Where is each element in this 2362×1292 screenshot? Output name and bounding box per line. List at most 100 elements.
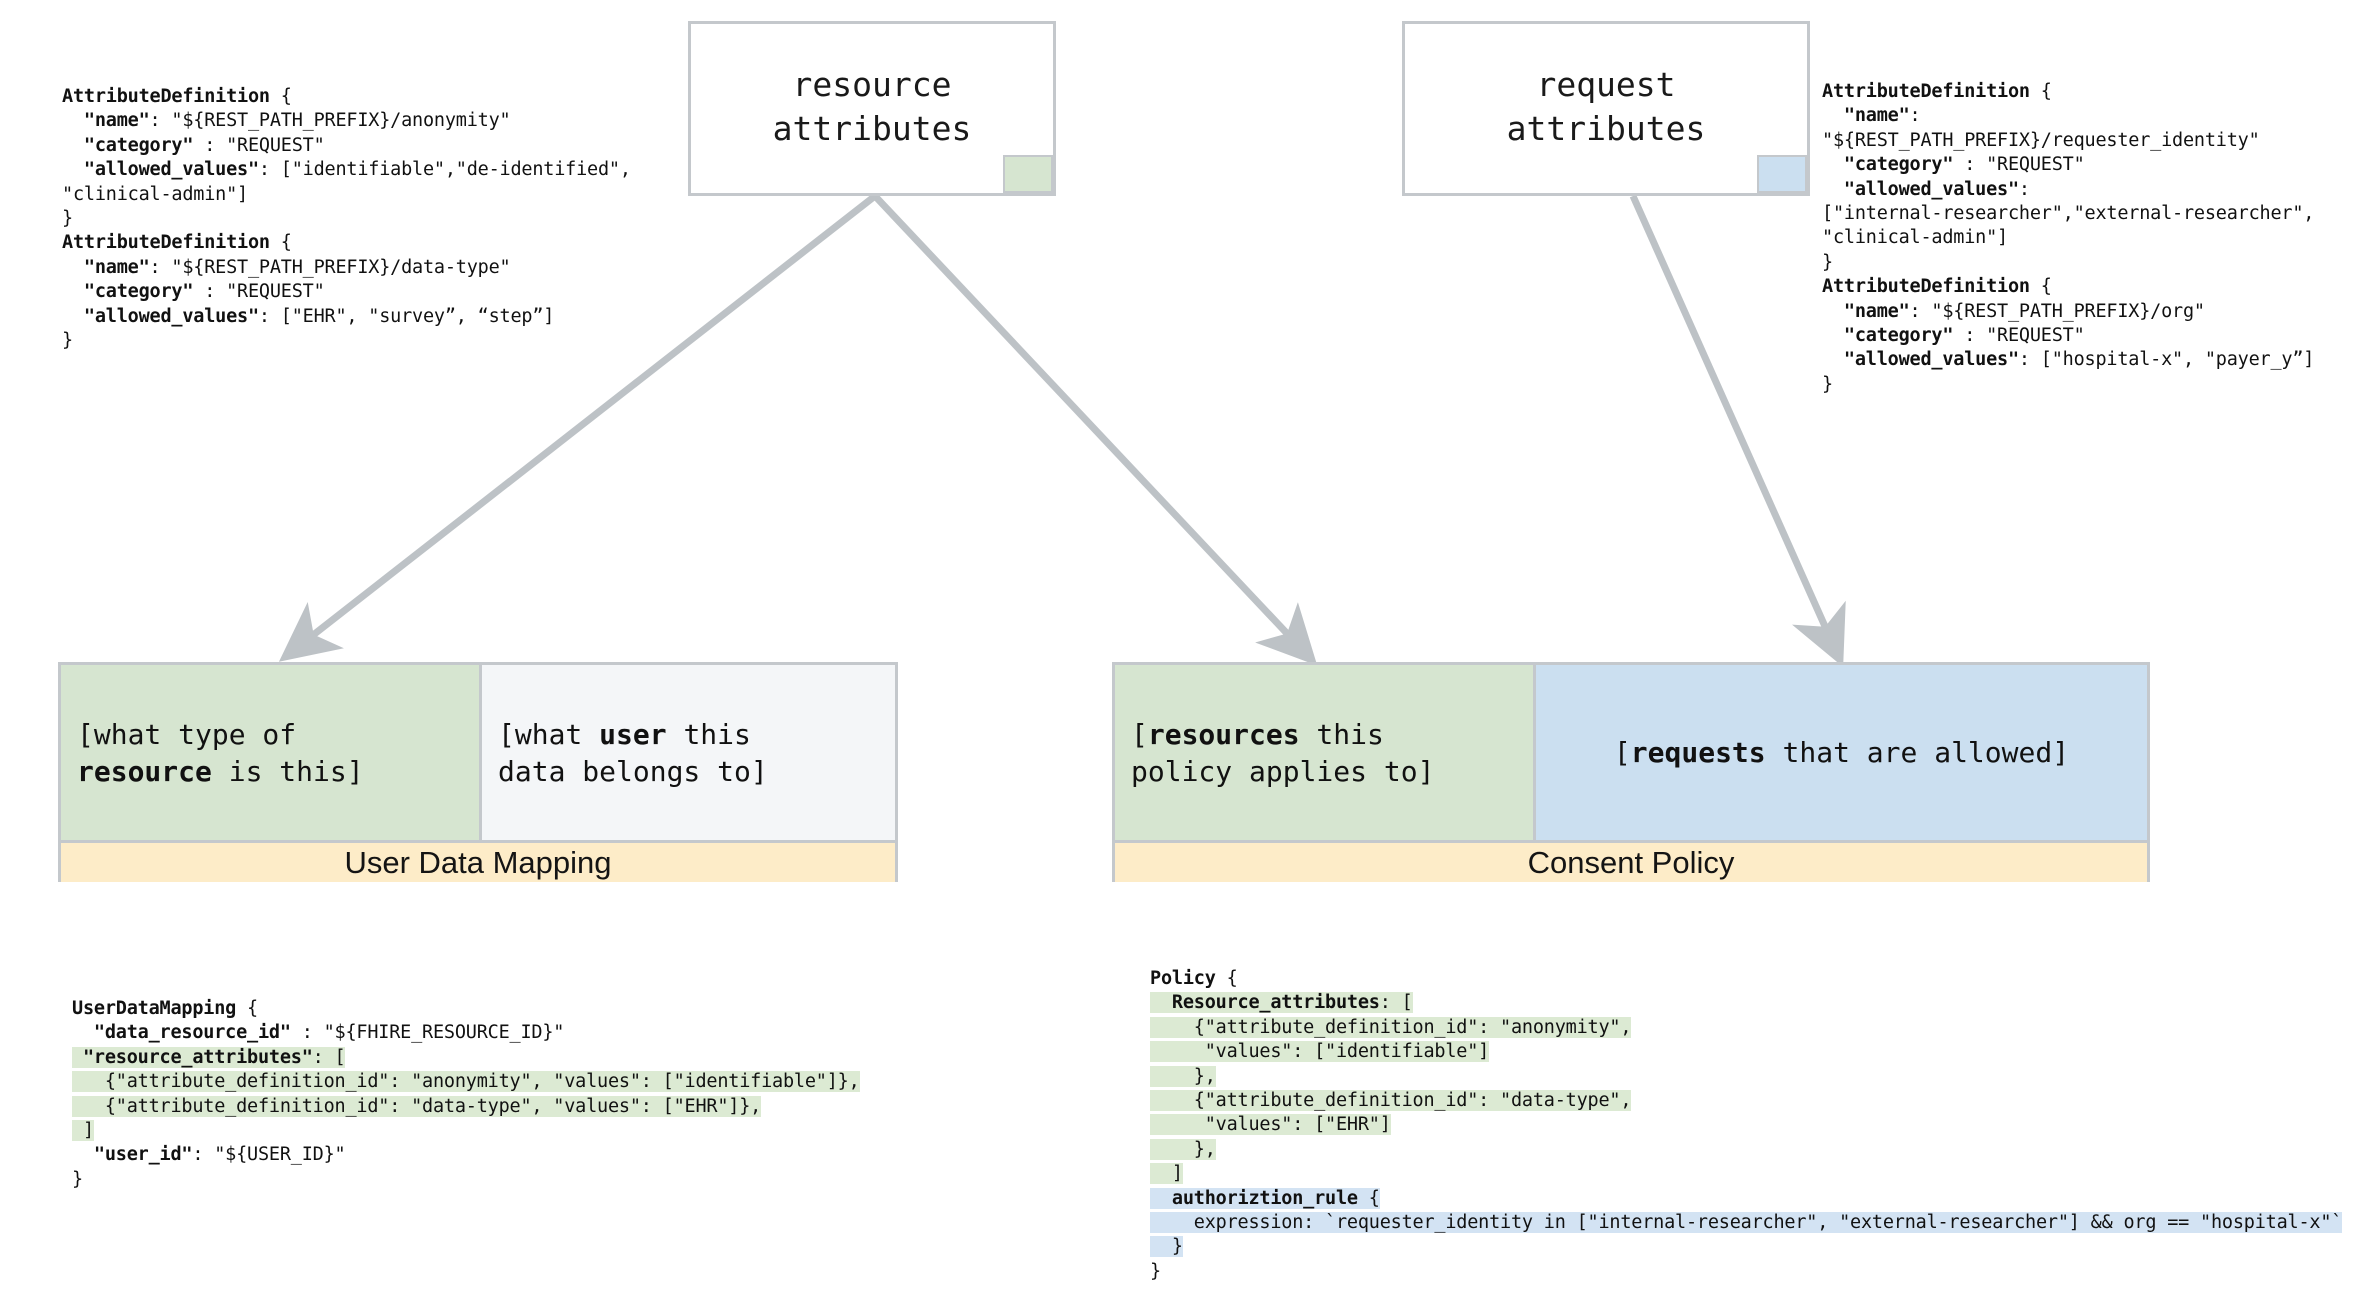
- policy-requests-cell: [requests that are allowed]: [1536, 665, 2147, 840]
- code-segment: "allowed_values": [1822, 178, 2019, 200]
- cell-segment: [: [1131, 717, 1148, 751]
- consent-policy-panel[interactable]: [resources this policy applies to] [requ…: [1112, 662, 2150, 882]
- cell-segment: [what type of: [77, 717, 297, 751]
- code-line: Policy {: [1150, 967, 2342, 991]
- cell-text: [requests that are allowed]: [1614, 734, 2069, 771]
- code-line: {"attribute_definition_id": "data-type",…: [72, 1095, 860, 1119]
- code-segment: {"attribute_definition_id": "anonymity",…: [72, 1071, 860, 1093]
- code-segment: : ["hospital-x", "payer_y”]: [2018, 349, 2315, 371]
- code-segment: AttributeDefinition: [1822, 81, 2030, 102]
- request-attributes-box[interactable]: request attributes: [1402, 21, 1810, 196]
- user-data-mapping-cells: [what type of resource is this] [what us…: [61, 665, 895, 840]
- cell-segment: requests: [1630, 736, 1766, 769]
- code-line: Resource_attributes: [: [1150, 991, 2342, 1015]
- code-line: ["internal-researcher","external-researc…: [1822, 202, 2314, 226]
- code-segment: : "REQUEST": [1953, 325, 2085, 347]
- code-line: "category" : "REQUEST": [62, 280, 631, 304]
- code-segment: Policy: [1150, 968, 1216, 989]
- user-data-mapping-panel[interactable]: [what type of resource is this] [what us…: [58, 662, 898, 882]
- code-line: "user_id": "${USER_ID}": [72, 1143, 860, 1167]
- cell-segment: user: [599, 717, 667, 751]
- code-line: }: [62, 207, 631, 231]
- code-line: AttributeDefinition {: [1822, 80, 2314, 104]
- resource-attributes-box[interactable]: resource attributes: [688, 21, 1056, 196]
- code-line: "allowed_values": ["identifiable","de-id…: [62, 158, 631, 182]
- code-line: }: [1150, 1260, 2342, 1284]
- code-segment: }: [62, 330, 73, 352]
- code-line: "allowed_values": ["hospital-x", "payer_…: [1822, 348, 2315, 372]
- udm-cell-divider: [479, 665, 482, 840]
- code-line: AttributeDefinition {: [1822, 275, 2314, 299]
- code-segment: "values": ["EHR"]: [1150, 1114, 1391, 1136]
- cell-text: [what user this data belongs to]: [498, 716, 768, 790]
- code-line: authoriztion_rule {: [1150, 1187, 2342, 1211]
- code-segment: "allowed_values": [1822, 349, 2019, 371]
- code-line: {"attribute_definition_id": "anonymity",: [1150, 1016, 2342, 1040]
- code-line: "data_resource_id" : "${FHIRE_RESOURCE_I…: [72, 1021, 860, 1045]
- code-segment: {: [1357, 1187, 1380, 1209]
- code-segment: : [: [1379, 992, 1413, 1014]
- cell-text: [what type of resource is this]: [77, 716, 364, 790]
- code-segment: }: [1822, 373, 1833, 395]
- code-segment: "${REST_PATH_PREFIX}/requester_identity": [1822, 129, 2260, 151]
- resource-attributes-label: resource attributes: [772, 64, 972, 148]
- code-segment: "category": [62, 134, 194, 156]
- code-segment: {"attribute_definition_id": "data-type",: [1150, 1090, 1632, 1112]
- user-data-mapping-footer: User Data Mapping: [61, 840, 895, 882]
- cell-text: [resources this policy applies to]: [1131, 716, 1434, 790]
- code-line: {"attribute_definition_id": "anonymity",…: [72, 1070, 860, 1094]
- code-segment: {"attribute_definition_id": "anonymity",: [1150, 1016, 1632, 1038]
- request-color-swatch: [1757, 155, 1807, 193]
- code-line: "${REST_PATH_PREFIX}/requester_identity": [1822, 129, 2314, 153]
- code-segment: :: [2018, 178, 2030, 200]
- code-line: "clinical-admin"]: [1822, 226, 2314, 250]
- code-segment: AttributeDefinition: [1822, 276, 2030, 298]
- code-line: "values": ["identifiable"]: [1150, 1040, 2342, 1064]
- code-segment: "category": [1822, 325, 1954, 347]
- code-segment: {: [2029, 276, 2052, 298]
- code-segment: : "${REST_PATH_PREFIX}/data-type": [149, 256, 511, 278]
- request-attribute-definitions-code: AttributeDefinition { "name":"${REST_PAT…: [1822, 80, 2314, 397]
- policy-resources-cell: [resources this policy applies to]: [1115, 665, 1533, 840]
- udm-user-cell: [what user this data belongs to]: [482, 665, 895, 840]
- code-line: "name":: [1822, 104, 2314, 128]
- code-segment: Resource_attributes: [1150, 992, 1380, 1014]
- code-line: AttributeDefinition {: [62, 231, 631, 255]
- cell-segment: [what: [498, 717, 600, 751]
- code-segment: }: [1150, 1236, 1183, 1258]
- code-segment: {"attribute_definition_id": "data-type",…: [72, 1095, 762, 1117]
- code-line: "category" : "REQUEST": [62, 134, 631, 158]
- request-attributes-label: request attributes: [1506, 64, 1706, 148]
- code-line: "allowed_values":: [1822, 178, 2314, 202]
- code-segment: : "${REST_PATH_PREFIX}/org": [1909, 300, 2206, 322]
- cell-segment: this data belongs to]: [498, 717, 768, 788]
- code-line: ]: [1150, 1162, 2342, 1186]
- code-segment: ["internal-researcher","external-researc…: [1822, 203, 2315, 225]
- code-line: "allowed_values": ["EHR", "survey”, “ste…: [62, 305, 631, 329]
- code-segment: "allowed_values": [62, 305, 259, 327]
- code-segment: "name": [1822, 300, 1910, 322]
- code-segment: "category": [1822, 154, 1954, 176]
- code-segment: "user_id": [72, 1144, 193, 1166]
- code-line: }: [62, 329, 631, 353]
- code-segment: "data_resource_id": [72, 1022, 291, 1044]
- consent-policy-cells: [resources this policy applies to] [requ…: [1115, 665, 2147, 840]
- code-segment: "name": [1822, 105, 1910, 127]
- code-segment: "clinical-admin"]: [62, 183, 248, 205]
- cell-segment: is this]: [211, 754, 364, 788]
- code-segment: }: [72, 1168, 83, 1190]
- cell-segment: [: [1613, 736, 1631, 769]
- code-segment: "category": [62, 281, 194, 303]
- code-segment: {: [1215, 968, 1238, 989]
- code-line: "name": "${REST_PATH_PREFIX}/data-type": [62, 256, 631, 280]
- code-segment: : ["EHR", "survey”, “step”]: [258, 305, 555, 327]
- code-segment: : "${USER_ID}": [192, 1144, 346, 1166]
- resource-color-swatch: [1003, 155, 1053, 193]
- arrow-resource-to-policy: [872, 193, 1318, 666]
- code-segment: authoriztion_rule: [1150, 1187, 1358, 1209]
- code-segment: {: [269, 232, 292, 254]
- consent-policy-code: Policy { Resource_attributes: [ {"attrib…: [1150, 967, 2342, 1284]
- code-segment: ]: [1150, 1163, 1183, 1185]
- code-segment: "name": [62, 256, 150, 278]
